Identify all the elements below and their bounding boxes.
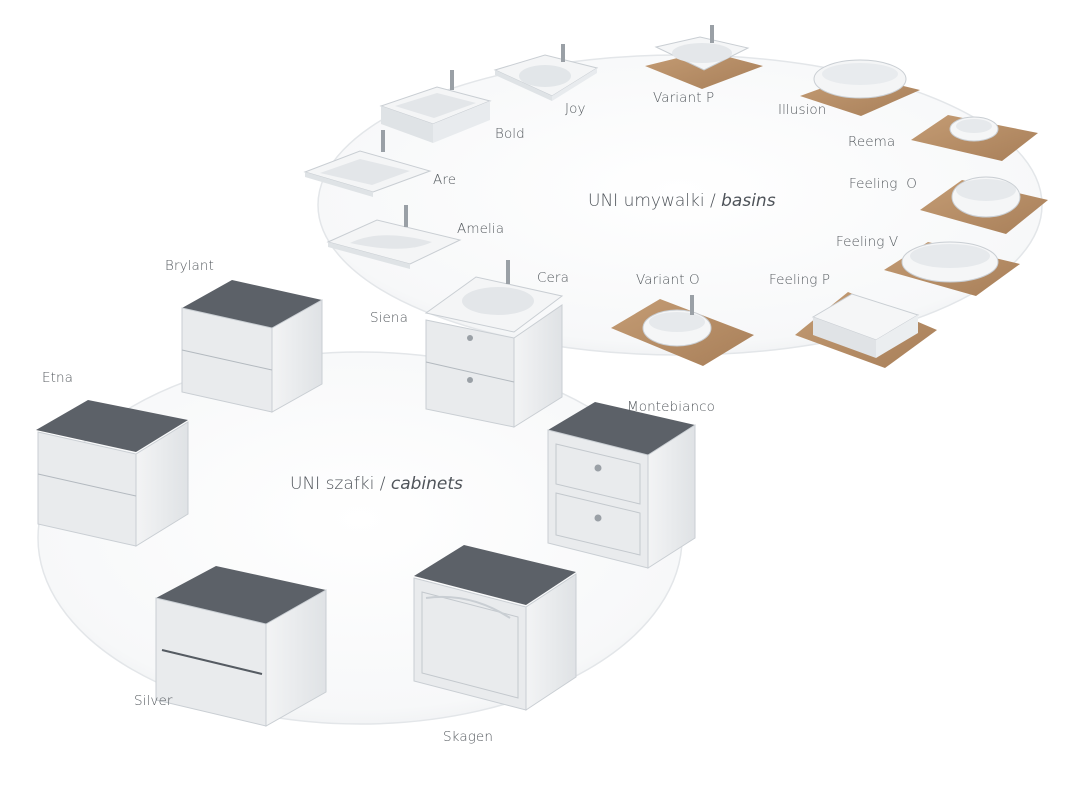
label-joy: Joy (565, 101, 586, 117)
label-feeling-o: Feeling O (849, 176, 918, 192)
basin-variant-o (611, 295, 754, 366)
basin-amelia (326, 205, 462, 269)
label-feeling-v: Feeling V (836, 234, 899, 250)
label-bold: Bold (495, 126, 525, 142)
label-variant-p: Variant P (653, 90, 715, 106)
cabinet-silver (155, 566, 327, 727)
cabinet-brylant (181, 280, 323, 413)
basin-cera (424, 260, 564, 333)
label-etna: Etna (42, 370, 74, 386)
cabinets-group-title: UNI szafki / cabinets (290, 474, 463, 494)
basin-feeling-o (920, 176, 1048, 234)
cabinets-title-italic: cabinets (390, 474, 463, 494)
basin-feeling-p (795, 292, 937, 368)
label-reema: Reema (848, 134, 896, 150)
label-amelia: Amelia (457, 221, 505, 237)
cabinet-siena (425, 304, 563, 428)
basin-illusion (800, 59, 920, 116)
label-feeling-p: Feeling P (769, 272, 831, 288)
label-cera: Cera (537, 270, 569, 286)
basins-title-main: UNI umywalki / (588, 191, 716, 211)
basin-joy (493, 44, 599, 101)
label-are: Are (433, 172, 457, 188)
basin-bold (379, 70, 492, 143)
cabinet-skagen (413, 545, 577, 711)
label-variant-o: Variant O (636, 272, 700, 288)
basin-are (303, 130, 432, 197)
label-illusion: Illusion (778, 102, 827, 118)
cabinet-montebianco (547, 402, 696, 569)
label-montebianco: Montebianco (627, 399, 715, 415)
basin-reema (911, 115, 1038, 161)
label-skagen: Skagen (443, 729, 493, 745)
label-siena: Siena (370, 310, 408, 326)
basin-variant-p (645, 25, 763, 89)
basins-group-title: UNI umywalki / basins (588, 191, 776, 211)
cabinet-etna (36, 400, 189, 547)
basins-title-italic: basins (721, 191, 776, 211)
label-brylant: Brylant (165, 258, 214, 274)
cabinets-title-main: UNI szafki / (290, 474, 386, 494)
basin-feeling-v (884, 241, 1020, 296)
label-silver: Silver (134, 693, 173, 709)
